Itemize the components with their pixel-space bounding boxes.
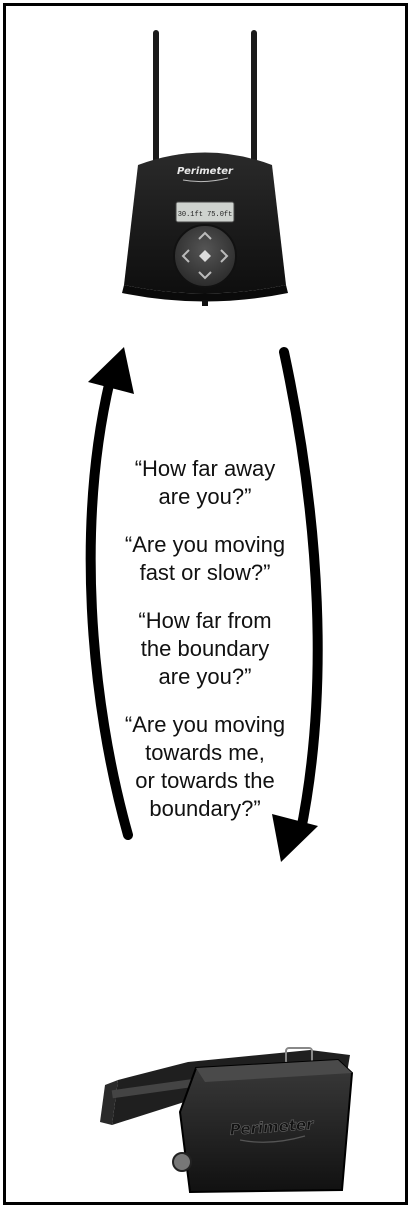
- question-distance: “How far away are you?”: [100, 455, 310, 511]
- question-speed: “Are you moving fast or slow?”: [100, 531, 310, 587]
- question-direction: “Are you moving towards me, or towards t…: [100, 711, 310, 823]
- contact-point: [173, 1153, 191, 1171]
- lcd-line: 30.1ft 75.0ft: [178, 211, 233, 219]
- base-station: Perimeter 30.1ft 75.0ft: [122, 30, 288, 306]
- right-antenna: [251, 30, 257, 175]
- upward-arrowhead-icon: [88, 347, 134, 394]
- question-list: “How far away are you?” “Are you moving …: [100, 455, 310, 843]
- left-antenna: [153, 30, 159, 175]
- collar: Perimeter: [100, 1048, 352, 1192]
- base-brand-label: Perimeter: [177, 166, 234, 177]
- question-boundary-distance: “How far from the boundary are you?”: [100, 607, 310, 691]
